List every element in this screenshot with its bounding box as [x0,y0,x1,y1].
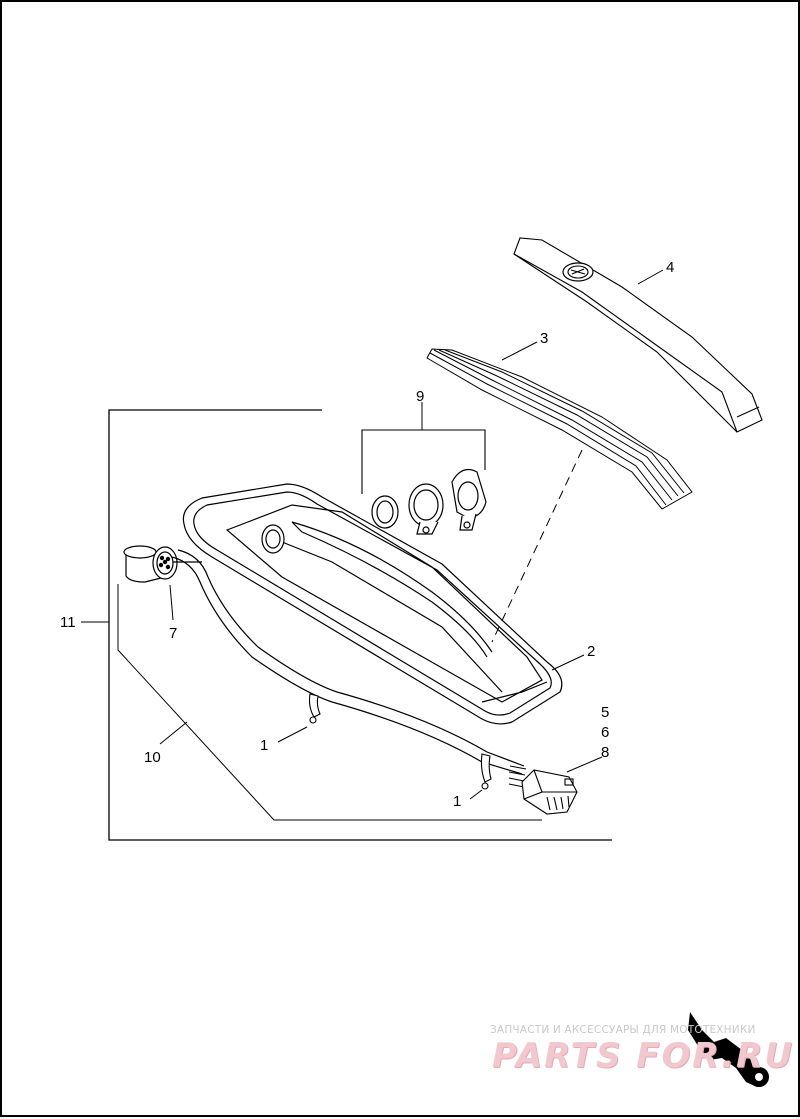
callout-label-3: 3 [540,330,548,347]
callout-label-9: 9 [416,388,424,405]
part-2-lamp-housing [182,483,563,725]
callout-label-5: 5 [601,704,609,721]
watermark-brand: PARTS FOR.RU [492,1036,794,1076]
part-4-cover-strip [513,237,763,433]
part-9-dust-cap [451,469,487,531]
callout-label-1-lower: 1 [453,793,461,810]
part-5-6-8-terminal-connector [508,765,578,815]
watermark-scooter-logo [688,1012,769,1087]
leader-lines [81,269,664,821]
callout-label-8: 8 [601,744,609,761]
part-7-end-connector [123,545,178,583]
part-3-lens-strip [426,348,693,510]
callout-label-11: 11 [60,614,76,631]
assembly-dashed-line [491,449,583,643]
callout-label-6: 6 [601,724,609,741]
part-10-wiring-harness [171,549,525,775]
part-1-cable-tie-lower [480,753,492,790]
part-9-bushing-ring [371,495,399,529]
callout-label-7: 7 [169,625,177,642]
bracket-9 [361,429,486,494]
bracket-frame-11 [108,409,612,841]
callout-label-4: 4 [666,259,674,276]
callout-label-1-upper: 1 [260,737,268,754]
part-9-clamp-ring [408,483,444,535]
watermark-tagline: ЗАПЧАСТИ И АКСЕССУАРЫ ДЛЯ МОТОТЕХНИКИ [490,1024,756,1036]
callout-label-10: 10 [144,749,161,766]
callout-label-2: 2 [587,643,595,660]
part-1-cable-tie-upper [308,693,321,724]
